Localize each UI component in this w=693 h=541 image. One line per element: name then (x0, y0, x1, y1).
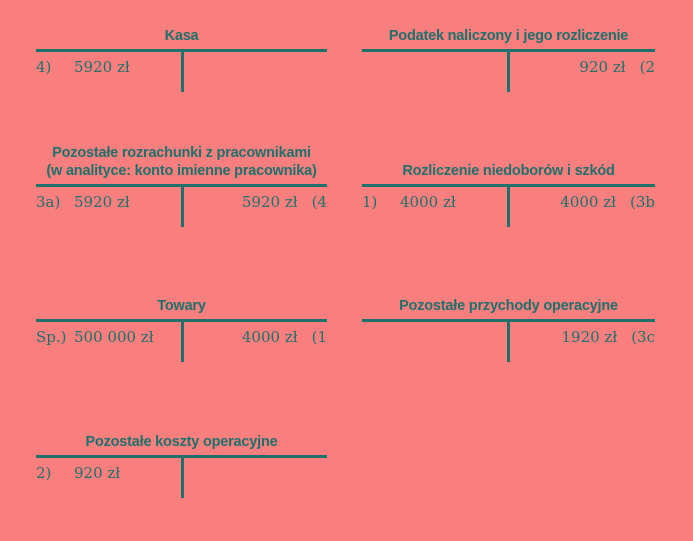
account-top-rule (36, 184, 327, 187)
account-center-divider (181, 187, 184, 227)
account-top-rule (36, 49, 327, 52)
t-account-kasa: Kasa 4) 5920 zł (36, 28, 327, 100)
debit-amount: 500 000 zł (74, 328, 154, 346)
credit-entry: 5920 zł (4 (242, 193, 327, 211)
t-account-rozliczenie-niedoborow-i-szkod: Rozliczenie niedoborów i szkód 1) 4000 z… (362, 163, 655, 235)
debit-entry: 1) 4000 zł (362, 193, 456, 211)
account-top-rule (36, 319, 327, 322)
debit-amount: 5920 zł (74, 58, 130, 76)
credit-amount: 4000 zł (241, 328, 298, 346)
debit-amount: 920 zł (74, 464, 121, 482)
account-title: Towary (157, 298, 206, 314)
account-center-divider (507, 187, 510, 227)
account-title: Pozostałe przychody operacyjne (399, 298, 618, 314)
debit-ref: Sp.) (36, 328, 67, 346)
account-body: Sp.) 500 000 zł 4000 zł (1 (36, 322, 327, 370)
credit-ref: (2 (639, 58, 655, 76)
credit-ref: (4 (311, 193, 327, 211)
credit-entry: 920 zł (2 (579, 58, 655, 76)
t-account-podatek-naliczony: Podatek naliczony i jego rozliczenie 920… (362, 28, 655, 100)
credit-entry: 1920 zł (3c (561, 328, 655, 346)
credit-entry: 4000 zł (3b (560, 193, 655, 211)
account-top-rule (362, 319, 655, 322)
debit-entry: Sp.) 500 000 zł (36, 328, 154, 346)
account-center-divider (507, 322, 510, 362)
credit-amount: 1920 zł (561, 328, 618, 346)
debit-amount: 4000 zł (400, 193, 456, 211)
account-title: Pozostałe rozrachunki z pracownikami (w … (46, 145, 317, 179)
credit-ref: (3b (630, 193, 655, 211)
account-body: 2) 920 zł (36, 458, 327, 506)
account-top-rule (362, 49, 655, 52)
credit-ref: (3c (631, 328, 655, 346)
account-center-divider (181, 322, 184, 362)
account-body: 1) 4000 zł 4000 zł (3b (362, 187, 655, 235)
credit-entry: 4000 zł (1 (242, 328, 327, 346)
debit-entry: 4) 5920 zł (36, 58, 130, 76)
debit-ref: 2) (36, 464, 52, 482)
t-account-pozostale-przychody-operacyjne: Pozostałe przychody operacyjne 1920 zł (… (362, 298, 655, 370)
credit-amount: 920 zł (579, 58, 626, 76)
credit-amount: 4000 zł (560, 193, 616, 211)
debit-entry: 2) 920 zł (36, 464, 120, 482)
account-body: 1920 zł (3c (362, 322, 655, 370)
credit-ref: (1 (311, 328, 327, 346)
account-top-rule (36, 455, 327, 458)
account-title: Podatek naliczony i jego rozliczenie (388, 28, 629, 44)
account-body: 3a) 5920 zł 5920 zł (4 (36, 187, 327, 235)
account-body: 4) 5920 zł (36, 52, 327, 100)
account-center-divider (507, 52, 510, 92)
account-top-rule (362, 184, 655, 187)
t-account-pozostale-koszty-operacyjne: Pozostałe koszty operacyjne 2) 920 zł (36, 434, 327, 506)
account-title: Rozliczenie niedoborów i szkód (402, 163, 615, 179)
debit-ref: 3a) (36, 193, 61, 211)
t-account-towary: Towary Sp.) 500 000 zł 4000 zł (1 (36, 298, 327, 370)
t-account-pozostale-rozrachunki-z-pracownikami: Pozostałe rozrachunki z pracownikami (w … (36, 144, 327, 235)
debit-ref: 4) (36, 58, 52, 76)
debit-entry: 3a) 5920 zł (36, 193, 130, 211)
account-title: Pozostałe koszty operacyjne (85, 434, 278, 450)
debit-amount: 5920 zł (74, 193, 130, 211)
account-center-divider (181, 52, 184, 92)
account-title: Kasa (164, 28, 199, 44)
account-body: 920 zł (2 (362, 52, 655, 100)
debit-ref: 1) (362, 193, 378, 211)
account-center-divider (181, 458, 184, 498)
credit-amount: 5920 zł (241, 193, 298, 211)
